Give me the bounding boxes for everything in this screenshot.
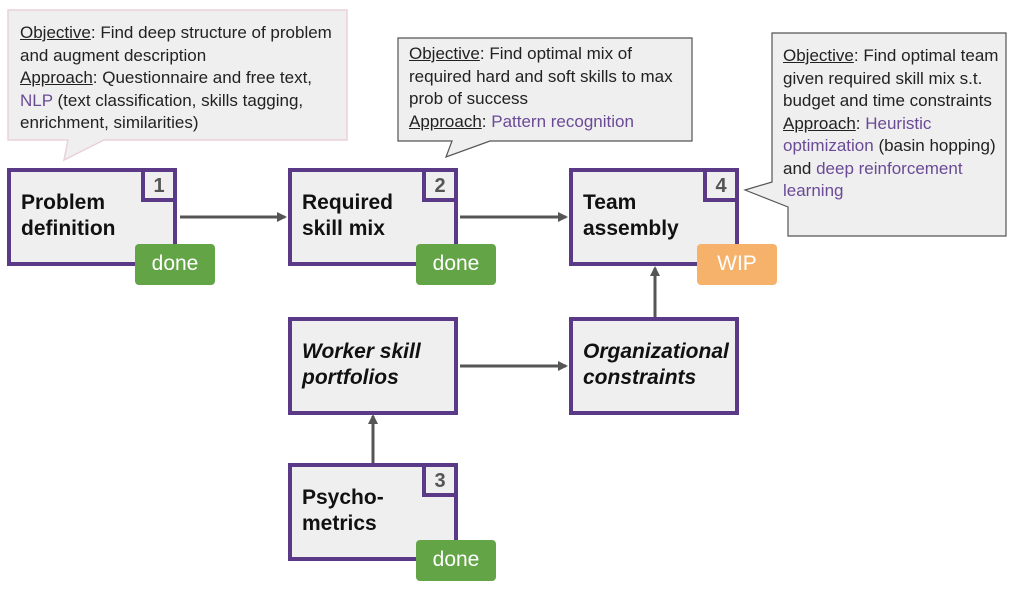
approach-rest: (text classification, skills tagging, en… <box>20 90 304 133</box>
callout-text-problem: Objective: Find deep structure of proble… <box>20 22 342 135</box>
step-title: Worker skill portfolios <box>302 340 421 389</box>
callout-bubble-skillmix <box>397 37 693 159</box>
approach-highlight: Heuristic optimization <box>783 113 932 156</box>
step-number: 2 <box>422 168 458 202</box>
objective-label: Objective <box>409 44 480 63</box>
callout-bubble-problem <box>7 9 348 162</box>
approach-text: : <box>855 113 866 133</box>
step-number: 4 <box>703 168 739 202</box>
approach-text: : <box>481 111 492 131</box>
approach-label: Approach <box>409 111 482 131</box>
approach-highlight: Pattern recognition <box>491 111 634 131</box>
approach-label: Approach <box>20 68 93 87</box>
step-title: Psycho- metrics <box>302 486 384 535</box>
status-badge-problem: done <box>135 244 215 285</box>
step-title: Problem definition <box>21 191 116 240</box>
step-box-organizational-constraints: Organizational constraints <box>569 317 739 415</box>
step-title: Required skill mix <box>302 191 394 240</box>
step-title: Team assembly <box>583 191 679 240</box>
step-number: 3 <box>422 463 458 497</box>
status-badge-team: WIP <box>697 244 777 285</box>
objective-text: : Find optimal team given required skill… <box>783 46 999 110</box>
status-badge-psychometrics: done <box>416 540 496 581</box>
approach-text: : Questionnaire and free text, <box>92 68 313 87</box>
callout-text-team: Objective: Find optimal team given requi… <box>783 45 1001 203</box>
objective-label: Objective <box>20 23 91 42</box>
approach-highlight-2: deep reinforcement learning <box>783 158 963 201</box>
callout-text-skillmix: Objective: Find optimal mix of required … <box>409 43 687 133</box>
objective-label: Objective <box>783 46 854 65</box>
status-badge-skillmix: done <box>416 244 496 285</box>
approach-label: Approach <box>783 113 856 133</box>
callout-bubble-team <box>743 32 1007 237</box>
step-title: Organizational constraints <box>583 340 729 389</box>
step-box-worker-skill-portfolios: Worker skill portfolios <box>288 317 458 415</box>
objective-text: : Find optimal mix of required hard and … <box>409 44 673 108</box>
step-number: 1 <box>141 168 177 202</box>
approach-middle: (basin hopping) and <box>783 136 996 178</box>
approach-highlight: NLP <box>20 90 53 110</box>
objective-text: : Find deep structure of problem and aug… <box>20 23 332 65</box>
